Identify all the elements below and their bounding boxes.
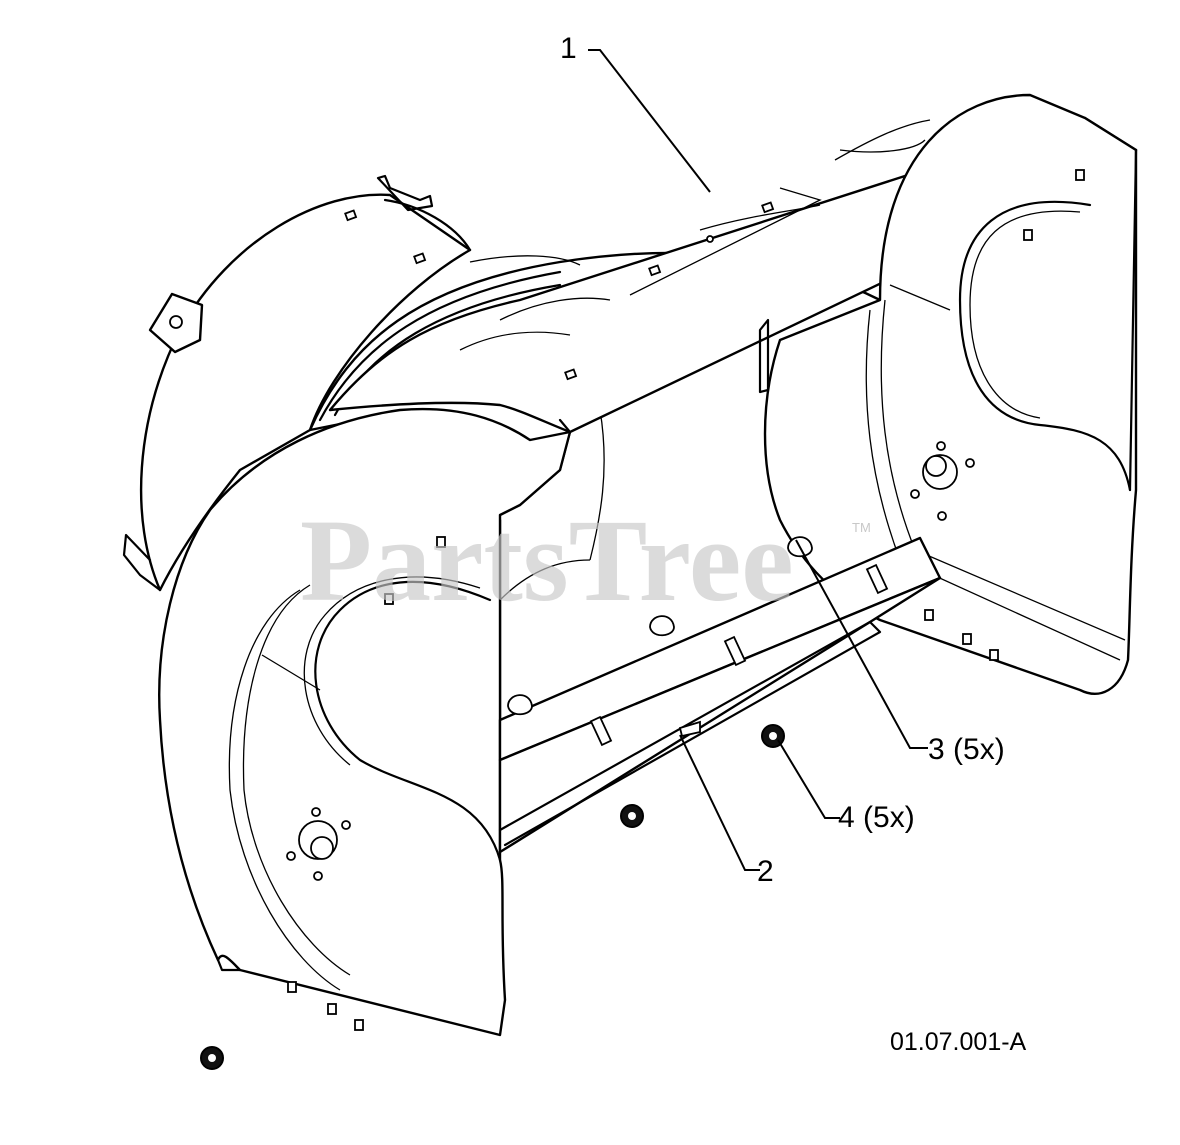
callout-2: 2 — [757, 855, 774, 888]
scraper-bar — [498, 536, 942, 854]
watermark-trademark: TM — [852, 520, 871, 535]
callout-leaders — [588, 49, 928, 871]
callout-labels: 1 2 3 (5x) 4 (5x) — [560, 32, 1005, 888]
carriage-bolt-heads — [507, 536, 813, 738]
document-id: 01.07.001-A — [890, 1028, 1027, 1056]
callout-4: 4 (5x) — [838, 801, 915, 834]
watermark-text: PartsTree — [300, 495, 794, 626]
left-side-panel — [158, 407, 572, 1037]
callout-3: 3 (5x) — [928, 733, 1005, 766]
right-side-panel — [758, 93, 1138, 695]
rear-left-housing — [122, 174, 472, 592]
callout-1: 1 — [560, 32, 577, 65]
watermark: PartsTree TM — [300, 495, 871, 626]
